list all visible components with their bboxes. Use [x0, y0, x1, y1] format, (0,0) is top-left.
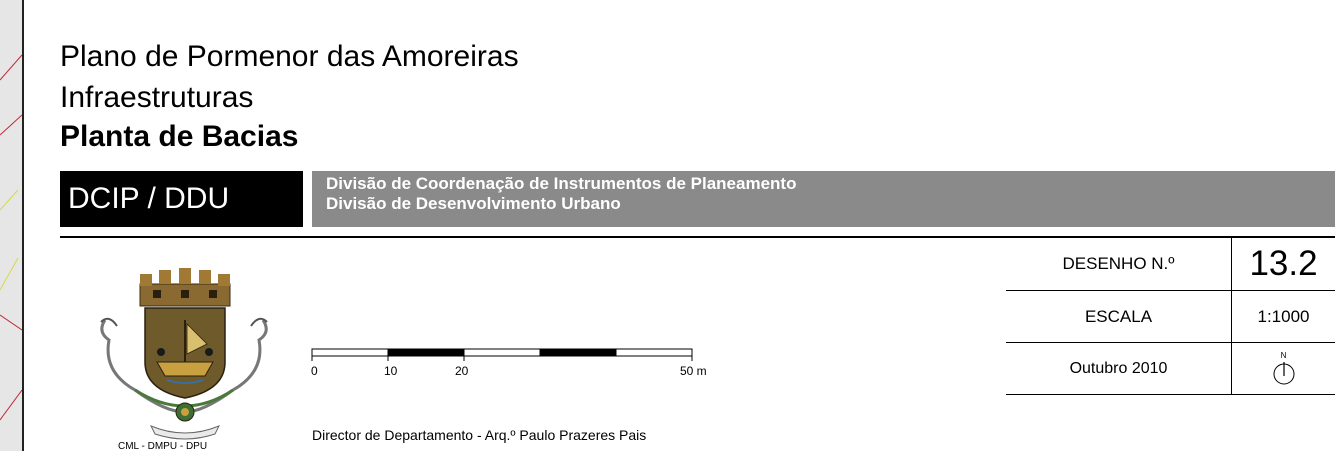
drawing-number: 13.2 — [1249, 244, 1318, 283]
scale-label-50m: 50 m — [680, 364, 707, 378]
crest-caption: CML - DMPU - DPU — [118, 441, 208, 452]
plan-subtitle: Infraestruturas — [60, 81, 254, 114]
left-sheet-margin — [0, 0, 24, 451]
department-name-2: Divisão de Desenvolvimento Urbano — [326, 194, 621, 213]
drawing-number-label: DESENHO N.º — [1062, 254, 1175, 273]
department-name-1: Divisão de Coordenação de Instrumentos d… — [326, 174, 797, 193]
scale-value: 1:1000 — [1257, 306, 1310, 326]
drawing-title: Planta de Bacias — [60, 120, 299, 153]
plan-title: Plano de Pormenor das Amoreiras — [60, 40, 519, 73]
north-arrow-icon — [1273, 361, 1294, 384]
graphic-scale-bar — [311, 348, 693, 361]
department-code: DCIP / DDU — [60, 171, 303, 227]
map-fragment-lines — [0, 54, 22, 421]
department-band: Divisão de Coordenação de Instrumentos d… — [312, 171, 1335, 227]
scale-label: ESCALA — [1084, 306, 1153, 326]
scale-label-0: 0 — [311, 364, 318, 378]
drawing-date: Outubro 2010 — [1069, 359, 1168, 377]
director-credit: Director de Departamento - Arq.º Paulo P… — [312, 427, 647, 443]
scale-label-20: 20 — [455, 364, 469, 378]
scale-label-10: 10 — [384, 364, 398, 378]
north-letter: N — [1280, 350, 1287, 360]
header-divider — [60, 236, 1335, 238]
north-indicator: N — [1232, 343, 1335, 394]
lisbon-coat-of-arms-icon — [100, 268, 268, 440]
